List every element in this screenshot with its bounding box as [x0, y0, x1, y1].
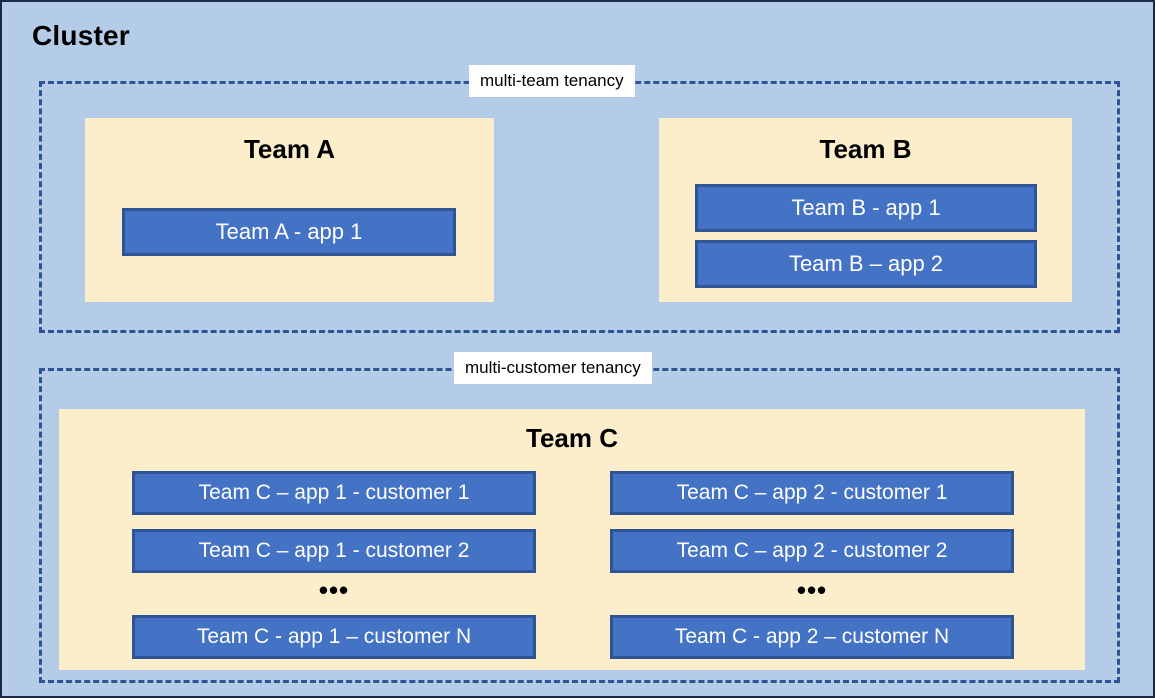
ellipsis-team-c-app-1: •••	[318, 575, 350, 605]
app-box-team-c-app-2-customer-2[interactable]: Team C – app 2 - customer 2	[610, 529, 1014, 573]
zone-label-multi-team-tenancy: multi-team tenancy	[469, 65, 635, 97]
app-box-team-c-app-1-customer-2[interactable]: Team C – app 1 - customer 2	[132, 529, 536, 573]
zone-label-multi-customer-tenancy: multi-customer tenancy	[454, 352, 652, 384]
team-b-title: Team B	[819, 134, 912, 164]
app-box-team-c-app-1-customer-n[interactable]: Team C - app 1 – customer N	[132, 615, 536, 659]
team-c-title: Team C	[526, 423, 618, 453]
team-panel-team-a: Team A Team A - app 1	[85, 118, 494, 302]
app-box-team-c-app-2-customer-1[interactable]: Team C – app 2 - customer 1	[610, 471, 1014, 515]
cluster-title: Cluster	[32, 20, 130, 51]
app-box-team-c-app-2-customer-n[interactable]: Team C - app 2 – customer N	[610, 615, 1014, 659]
app-box-team-c-app-1-customer-1[interactable]: Team C – app 1 - customer 1	[132, 471, 536, 515]
team-panel-team-c: Team C Team C – app 1 - customer 1 Team …	[59, 409, 1085, 670]
team-a-title: Team A	[243, 134, 336, 164]
app-box-team-b-app-1[interactable]: Team B - app 1	[695, 184, 1037, 232]
team-panel-team-b: Team B Team B - app 1 Team B – app 2	[659, 118, 1072, 302]
ellipsis-team-c-app-2: •••	[796, 575, 828, 605]
app-box-team-a-app-1[interactable]: Team A - app 1	[122, 208, 456, 256]
app-box-team-b-app-2[interactable]: Team B – app 2	[695, 240, 1037, 288]
